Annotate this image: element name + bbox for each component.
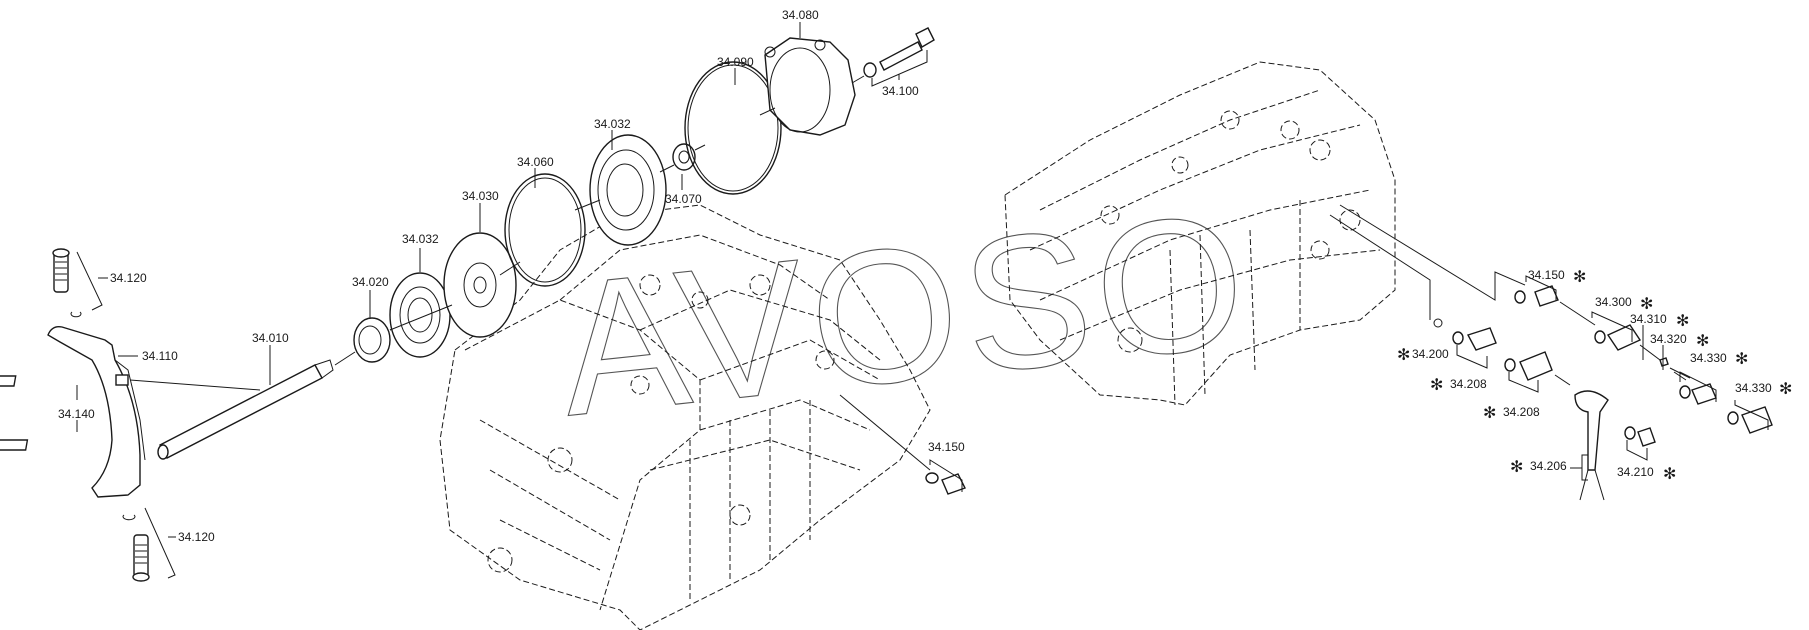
callout-label[interactable]: 34.110 (142, 349, 178, 363)
plug-front (839, 394, 966, 495)
note-asterisk-icon: ✻ (1663, 464, 1676, 483)
callouts: 34.010 34.020 34.032 34.030 34.060 34.03… (58, 8, 1792, 544)
callout-label[interactable]: 34.208 (1450, 377, 1487, 391)
o-ring (684, 61, 782, 195)
callout-label[interactable]: 34.060 (517, 155, 554, 169)
shift-fork (47, 325, 146, 498)
callout-label[interactable]: 34.070 (665, 192, 702, 206)
callout-label[interactable]: 34.200 (1412, 347, 1449, 361)
front-housing (439, 204, 931, 630)
nut (672, 143, 696, 171)
callout-label[interactable]: 34.320 (1650, 332, 1687, 346)
callout-label[interactable]: 34.120 (110, 271, 147, 285)
rear-housing (1004, 61, 1396, 406)
callout-label[interactable]: 34.210 (1617, 465, 1654, 479)
bearing-plate-1 (389, 272, 451, 358)
snap-ring (504, 173, 586, 287)
callout-label[interactable]: 34.100 (882, 84, 919, 98)
note-asterisk-icon: ✻ (1640, 294, 1653, 313)
note-asterisk-icon: ✻ (1696, 331, 1709, 350)
callout-label[interactable]: 34.080 (782, 8, 819, 22)
callout-label[interactable]: 34.032 (594, 117, 631, 131)
callout-label[interactable]: 34.020 (352, 275, 389, 289)
cover (764, 37, 856, 136)
callout-label[interactable]: 34.150 (1528, 268, 1565, 282)
callout-label[interactable]: 34.150 (928, 440, 965, 454)
sensor-group (1329, 204, 1773, 501)
note-asterisk-icon: ✻ (1573, 267, 1586, 286)
note-asterisk-icon: ✻ (1483, 403, 1496, 422)
shift-rod (129, 351, 356, 460)
callout-label[interactable]: 34.090 (717, 55, 754, 69)
callout-label[interactable]: 34.330 (1690, 351, 1727, 365)
callout-label[interactable]: 34.140 (58, 407, 95, 421)
shift-pads (0, 375, 78, 451)
bolt-with-washer (851, 27, 935, 84)
callout-label[interactable]: 34.310 (1630, 312, 1667, 326)
assembly-axis (389, 107, 776, 331)
note-asterisk-icon: ✻ (1397, 345, 1410, 364)
bearing-plate-2 (589, 134, 667, 246)
bolt-lower (122, 507, 176, 582)
callout-label[interactable]: 34.032 (402, 232, 439, 246)
bolt-upper (52, 248, 103, 318)
note-asterisk-icon: ✻ (1735, 349, 1748, 368)
callout-label[interactable]: 34.030 (462, 189, 499, 203)
callout-label[interactable]: 34.300 (1595, 295, 1632, 309)
disc-plate (443, 232, 517, 338)
note-asterisk-icon: ✻ (1676, 311, 1689, 330)
note-asterisk-icon: ✻ (1779, 379, 1792, 398)
callout-label[interactable]: 34.208 (1503, 405, 1540, 419)
callout-label[interactable]: 34.120 (178, 530, 215, 544)
callout-label[interactable]: 34.010 (252, 331, 289, 345)
callout-label[interactable]: 34.206 (1530, 459, 1567, 473)
note-asterisk-icon: ✻ (1430, 375, 1443, 394)
callout-label[interactable]: 34.330 (1735, 381, 1772, 395)
note-asterisk-icon: ✻ (1510, 457, 1523, 476)
